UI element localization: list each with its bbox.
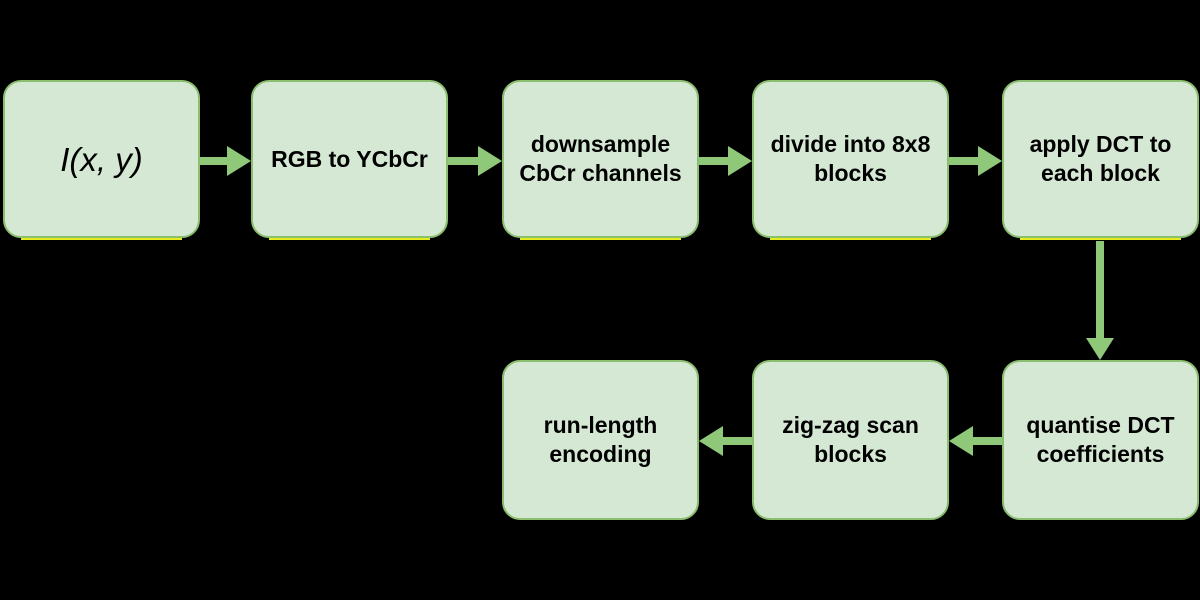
- arrow-divide-to-dct: [949, 146, 1002, 176]
- node-apply-dct-label: apply DCT to each block: [1029, 131, 1172, 186]
- arrowhead-left-icon: [949, 426, 973, 456]
- node-rgb-to-ycbcr-label: RGB to YCbCr: [271, 145, 428, 172]
- arrowhead-left-icon: [699, 426, 723, 456]
- node-divide-8x8-blocks-label: divide into 8x8 blocks: [770, 131, 931, 186]
- arrow-shaft: [969, 437, 1002, 445]
- node-apply-dct: apply DCT to each block: [1002, 80, 1199, 240]
- node-input-image: I(x, y): [3, 80, 200, 240]
- arrow-quantise-to-zigzag: [949, 426, 1002, 456]
- arrow-dct-to-quantise: [1086, 241, 1114, 360]
- node-rgb-to-ycbcr: RGB to YCbCr: [251, 80, 448, 240]
- arrow-shaft: [699, 157, 732, 165]
- node-divide-8x8-blocks: divide into 8x8 blocks: [752, 80, 949, 240]
- node-quantise-dct-label: quantise DCT coefficients: [1026, 412, 1175, 467]
- arrow-shaft: [949, 157, 982, 165]
- node-run-length-encoding-label: run-length encoding: [543, 412, 658, 467]
- arrow-input-to-rgb: [200, 146, 251, 176]
- node-zigzag-scan: zig-zag scan blocks: [752, 360, 949, 520]
- node-zigzag-scan-label: zig-zag scan blocks: [782, 412, 919, 467]
- arrow-shaft: [448, 157, 482, 165]
- node-downsample-cbcr: downsample CbCr channels: [502, 80, 699, 240]
- node-input-image-label: I(x, y): [60, 140, 143, 178]
- arrow-zigzag-to-rle: [699, 426, 752, 456]
- arrow-shaft: [200, 157, 231, 165]
- arrow-rgb-to-downsample: [448, 146, 502, 176]
- arrow-shaft: [719, 437, 752, 445]
- node-run-length-encoding: run-length encoding: [502, 360, 699, 520]
- node-quantise-dct: quantise DCT coefficients: [1002, 360, 1199, 520]
- node-downsample-cbcr-label: downsample CbCr channels: [519, 131, 682, 186]
- arrowhead-right-icon: [978, 146, 1002, 176]
- arrowhead-right-icon: [227, 146, 251, 176]
- arrow-shaft: [1096, 241, 1104, 338]
- arrow-downsample-to-divide: [699, 146, 752, 176]
- arrowhead-right-icon: [478, 146, 502, 176]
- arrowhead-right-icon: [728, 146, 752, 176]
- arrowhead-down-icon: [1086, 338, 1114, 360]
